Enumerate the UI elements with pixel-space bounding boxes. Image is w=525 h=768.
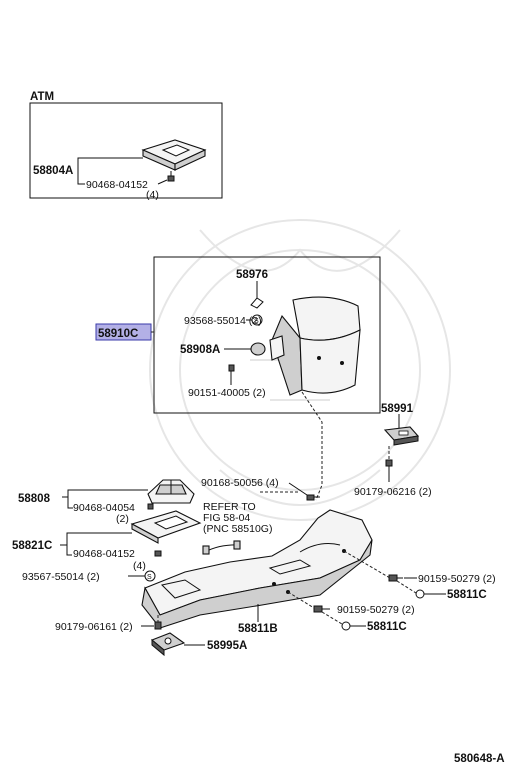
screw-90168-50056[interactable]: [306, 494, 320, 501]
label-qty-4-top: (4): [146, 189, 159, 201]
clip-58811C-b[interactable]: [341, 621, 351, 631]
label-90179-06216: 90179-06216 (2): [354, 486, 432, 498]
part-58804A[interactable]: [141, 139, 207, 171]
label-58908A: 58908A: [180, 344, 220, 356]
screw-90159-50279-b[interactable]: [313, 605, 330, 613]
label-90468-04152-top: 90468-04152: [86, 179, 148, 191]
label-qty-2: (2): [116, 513, 129, 525]
label-58821C: 58821C: [12, 540, 52, 552]
label-90179-06161: 90179-06161 (2): [55, 621, 133, 633]
clip-93567-55014[interactable]: S: [144, 570, 156, 582]
label-90168-50056: 90168-50056 (4): [201, 477, 279, 489]
label-90159-50279-b: 90159-50279 (2): [337, 604, 415, 616]
label-58991: 58991: [381, 403, 414, 415]
label-58811B: 58811B: [238, 623, 278, 635]
atm-group: ATM 58804A 90468-04152 (4): [29, 91, 223, 201]
label-58811C-a: 58811C: [447, 589, 487, 601]
label-90468-04054: 90468-04054: [73, 502, 135, 514]
screw-90468-04152-mid[interactable]: [154, 550, 162, 557]
label-93568-55014: 93568-55014 (2): [184, 315, 262, 327]
part-58995A[interactable]: [150, 632, 186, 657]
part-58808[interactable]: [147, 479, 195, 504]
label-58804A: 58804A: [33, 165, 73, 177]
label-58995A: 58995A: [207, 640, 247, 652]
console-box-group: S 58976 93568-55014 (2) 58908A 90151-400…: [153, 256, 381, 414]
screw-90468-04152-top[interactable]: [167, 171, 175, 182]
label-58808: 58808: [18, 493, 51, 505]
atm-label: ATM: [30, 91, 54, 103]
svg-text:S: S: [147, 574, 152, 581]
screw-90151-40005[interactable]: [228, 364, 235, 385]
refer-line-3: (PNC 58510G): [203, 523, 272, 535]
part-58991[interactable]: [383, 426, 420, 446]
screw-90468-04054[interactable]: [147, 503, 154, 510]
clip-58811C-a[interactable]: [415, 589, 425, 599]
screw-90179-06161[interactable]: [154, 621, 162, 630]
label-90151-40005: 90151-40005 (2): [188, 387, 266, 399]
part-58908A[interactable]: [250, 335, 285, 361]
label-58976: 58976: [236, 269, 268, 281]
screw-90159-50279-a[interactable]: [388, 574, 403, 582]
part-58976[interactable]: [250, 281, 264, 309]
label-58910C: 58910C: [98, 328, 138, 340]
label-58811C-b: 58811C: [367, 621, 407, 633]
label-93567-55014: 93567-55014 (2): [22, 571, 100, 583]
part-58821C[interactable]: [130, 510, 202, 544]
highlight-58910C[interactable]: 58910C: [95, 323, 154, 341]
svg-text:S: S: [254, 318, 259, 325]
refer-bracket: [202, 540, 241, 555]
figure-id: 580648-A: [454, 753, 505, 765]
part-58910C-body[interactable]: [271, 296, 361, 396]
label-qty-4-mid: (4): [133, 560, 146, 572]
atm-frame: [29, 102, 223, 199]
label-90159-50279-a: 90159-50279 (2): [418, 573, 496, 585]
label-90468-04152-mid: 90468-04152: [73, 548, 135, 560]
console-box-frame: [153, 256, 381, 414]
refer-line-1: REFER TO: [203, 501, 256, 513]
refer-line-2: FIG 58-04: [203, 512, 250, 524]
